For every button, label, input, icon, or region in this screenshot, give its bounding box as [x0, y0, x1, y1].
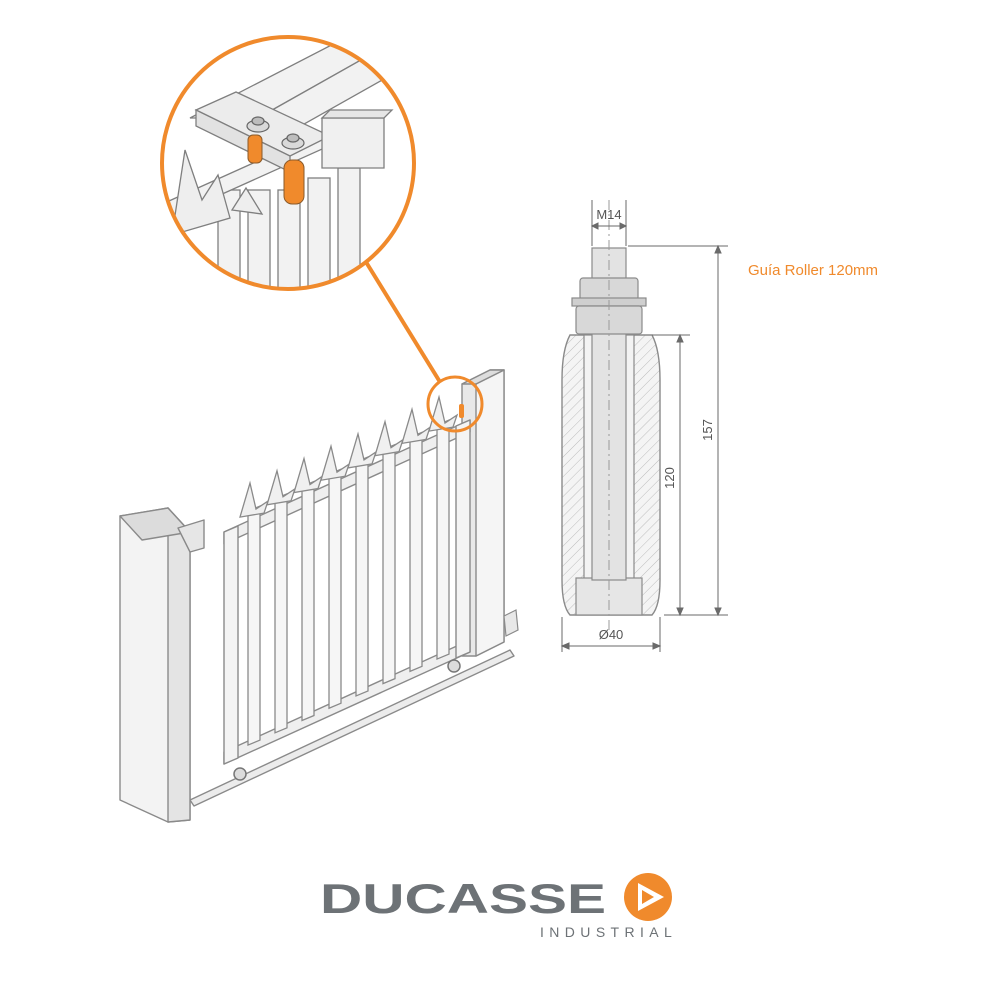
dim-roller-height-label: 120	[662, 467, 677, 489]
dim-thread-label: M14	[596, 207, 621, 222]
rear-latch	[503, 609, 519, 637]
gate-spear-tip	[320, 443, 351, 482]
gate-left-stile	[223, 525, 239, 765]
gate-spear-tip	[347, 431, 378, 469]
gate-spear-tip	[401, 406, 432, 445]
brand-subtitle: INDUSTRIAL	[540, 924, 677, 940]
gate-bar	[436, 419, 450, 661]
brand-logo: DUCASSE INDUSTRIAL	[320, 873, 677, 940]
dim-diameter-label: Ø40	[599, 627, 624, 642]
dim-total-height-label: 157	[700, 419, 715, 441]
gate-spear-tip	[374, 419, 405, 457]
gate-spear-tip	[239, 480, 270, 518]
gate-spear-tip	[428, 394, 459, 432]
gate-spears	[239, 394, 459, 518]
gate-bar	[301, 480, 315, 722]
roller-right	[283, 159, 305, 205]
ground-rail	[189, 649, 515, 807]
bolt-heads	[246, 116, 305, 150]
detail-marker-roller	[459, 404, 464, 418]
front-post	[119, 507, 205, 823]
gate-bar	[355, 455, 369, 697]
gate-bar	[382, 443, 396, 685]
callout-detail-view	[162, 37, 403, 289]
gate-spear-tip	[293, 455, 324, 494]
gate-bar	[247, 505, 261, 747]
detail-marker-circle	[426, 375, 484, 433]
dim-diameter	[560, 617, 662, 652]
gate-bottom-rail	[223, 639, 471, 765]
roller-left	[247, 134, 263, 164]
dim-roller-height	[652, 333, 690, 617]
zoom-callout	[160, 35, 442, 384]
gate-wheels	[233, 659, 461, 781]
product-title: Guía Roller 120mm	[748, 262, 878, 279]
play-triangle-icon	[624, 873, 672, 921]
gate-top-rail	[223, 419, 471, 545]
callout-leader-line	[364, 260, 442, 384]
gate-bar	[274, 492, 288, 734]
dim-total-height	[628, 244, 728, 617]
gate-illustration	[189, 369, 515, 807]
brand-name: DUCASSE	[320, 875, 606, 922]
callout-circle-ring	[160, 35, 416, 291]
technical-drawing: M14 157 120 Ø40	[560, 200, 728, 652]
gate-spear-tip	[266, 468, 297, 506]
gate-bar	[409, 431, 423, 673]
dim-thread	[590, 200, 628, 246]
gate-right-stile	[455, 419, 471, 659]
gate-bar	[328, 468, 342, 710]
